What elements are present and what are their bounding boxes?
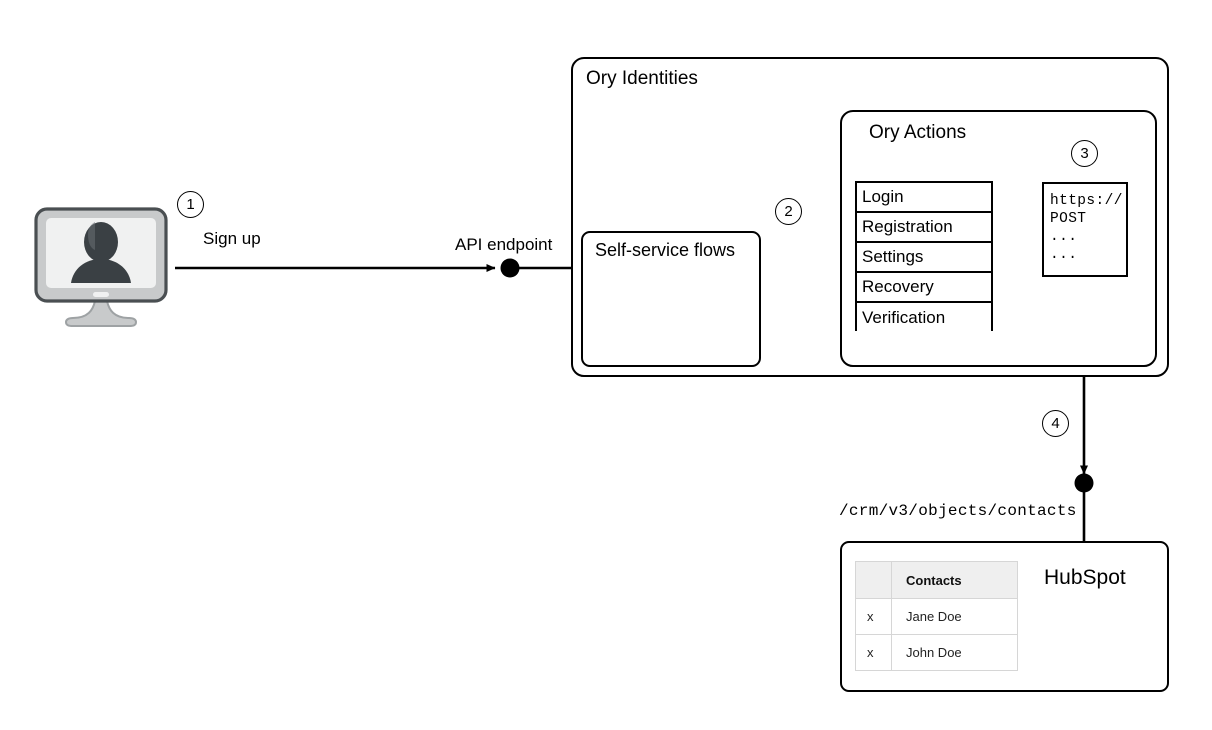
- flow-item-registration[interactable]: Registration: [857, 213, 991, 243]
- ory-actions-title: Ory Actions: [869, 122, 967, 143]
- flow-item-settings[interactable]: Settings: [857, 243, 991, 273]
- step-badge-4: 4: [1042, 410, 1069, 437]
- row-mark: x: [855, 598, 892, 635]
- row-contact-name: John Doe: [891, 634, 1018, 671]
- webhook-line-body-2: ...: [1050, 247, 1078, 263]
- table-header-row: Contacts: [855, 561, 1018, 599]
- flow-item-recovery[interactable]: Recovery: [857, 273, 991, 303]
- table-header-mark: [855, 561, 892, 599]
- hubspot-endpoint-path: /crm/v3/objects/contacts: [839, 502, 1077, 520]
- api-endpoint-label: API endpoint: [455, 235, 553, 254]
- webhook-line-body-1: ...: [1050, 229, 1078, 245]
- flow-item-login[interactable]: Login: [857, 183, 991, 213]
- self-service-flows-title: Self-service flows: [595, 240, 736, 260]
- hubspot-contacts-table: Contacts x Jane Doe x John Doe: [855, 561, 1018, 671]
- table-row[interactable]: x Jane Doe: [855, 598, 1018, 635]
- self-service-flow-list: Login Registration Settings Recovery Ver…: [855, 181, 993, 333]
- webhook-code-box: https:// POST ... ...: [1042, 182, 1128, 277]
- self-service-flows-box: [581, 231, 761, 367]
- step-badge-1: 1: [177, 191, 204, 218]
- step-badge-3: 3: [1071, 140, 1098, 167]
- step-badge-2: 2: [775, 198, 802, 225]
- webhook-line-url: https://: [1050, 193, 1123, 209]
- table-header-contacts: Contacts: [891, 561, 1018, 599]
- webhook-line-method: POST: [1050, 211, 1087, 227]
- row-contact-name: Jane Doe: [891, 598, 1018, 635]
- hubspot-name-label: HubSpot: [1044, 566, 1126, 589]
- row-mark: x: [855, 634, 892, 671]
- ory-identities-title: Ory Identities: [586, 68, 698, 89]
- monitor-user-icon: [34, 207, 168, 327]
- signup-label: Sign up: [203, 229, 261, 248]
- flow-item-verification[interactable]: Verification: [857, 303, 991, 333]
- table-row[interactable]: x John Doe: [855, 634, 1018, 671]
